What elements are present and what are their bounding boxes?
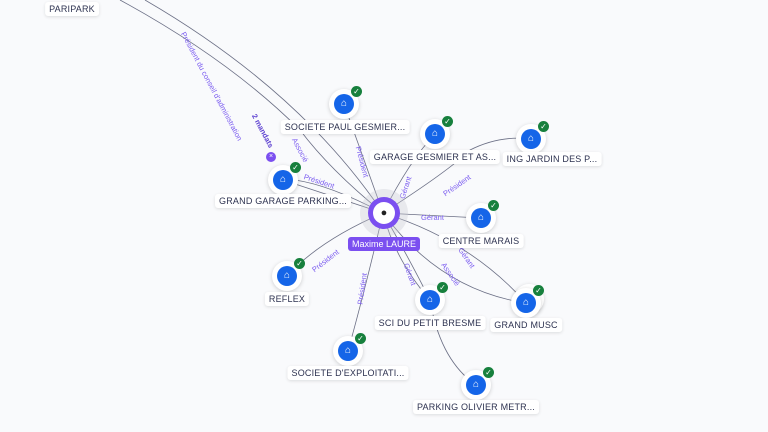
building-icon: ⌂	[334, 94, 354, 114]
company-label-grand-musc[interactable]: GRAND MUSC	[490, 318, 562, 332]
edge-paripark	[144, 0, 384, 214]
company-label-garage-gesmier[interactable]: GARAGE GESMIER ET AS...	[369, 150, 501, 164]
person-label[interactable]: Maxime LAURE	[347, 237, 421, 251]
check-icon: ✓	[442, 116, 453, 127]
building-icon: ⌂	[420, 290, 440, 310]
company-label-societe-exploit[interactable]: SOCIETE D'EXPLOITATI...	[287, 366, 409, 380]
company-label-reflex[interactable]: REFLEX	[264, 292, 310, 306]
edge-grand-musc-2	[382, 212, 527, 304]
check-icon: ✓	[351, 86, 362, 97]
check-icon: ✓	[437, 282, 448, 293]
company-node-jardin[interactable]: ⌂✓	[516, 121, 549, 154]
check-icon: ✓	[483, 367, 494, 378]
close-icon[interactable]: ×	[266, 152, 276, 162]
building-icon: ⌂	[516, 293, 536, 313]
company-label-sci[interactable]: SCI DU PETIT BRESME	[374, 316, 486, 330]
company-node-reflex[interactable]: ⌂✓	[272, 258, 305, 291]
company-node-societe-paul[interactable]: ⌂✓	[329, 86, 362, 119]
company-label-parking-olivier[interactable]: PARKING OLIVIER METR...	[413, 400, 539, 414]
building-icon: ⌂	[273, 170, 293, 190]
building-icon: ⌂	[466, 375, 486, 395]
check-icon: ✓	[533, 285, 544, 296]
check-icon: ✓	[488, 200, 499, 211]
company-label-paripark[interactable]: PARIPARK	[45, 2, 99, 16]
person-icon: ●	[373, 202, 395, 224]
company-label-jardin[interactable]: ING JARDIN DES P...	[502, 152, 602, 166]
building-icon: ⌂	[338, 341, 358, 361]
company-node-grand-garage[interactable]: ⌂✓	[268, 162, 301, 195]
company-node-garage-gesmier[interactable]: ⌂✓	[420, 116, 453, 149]
company-node-centre-marais[interactable]: ⌂✓	[466, 200, 499, 233]
check-icon: ✓	[355, 333, 366, 344]
building-icon: ⌂	[277, 266, 297, 286]
check-icon: ✓	[290, 162, 301, 173]
company-node-parking-olivier[interactable]: ⌂✓	[461, 367, 494, 400]
company-label-grand-garage[interactable]: GRAND GARAGE PARKING...	[215, 194, 351, 208]
company-node-societe-exploit[interactable]: ⌂✓	[333, 333, 366, 366]
check-icon: ✓	[294, 258, 305, 269]
edge-grand-musc	[382, 212, 527, 304]
building-icon: ⌂	[471, 208, 491, 228]
company-node-sci[interactable]: ⌂✓	[415, 282, 448, 315]
edge-label-gerant-centre: Gérant	[421, 213, 444, 222]
building-icon: ⌂	[425, 124, 445, 144]
company-label-societe-paul[interactable]: SOCIETE PAUL GESMIER...	[280, 120, 410, 134]
check-icon: ✓	[538, 121, 549, 132]
person-node[interactable]: ●	[368, 197, 400, 229]
company-label-centre-marais[interactable]: CENTRE MARAIS	[438, 234, 524, 248]
company-node-grand-musc[interactable]: ⌂✓	[511, 285, 544, 318]
building-icon: ⌂	[521, 129, 541, 149]
